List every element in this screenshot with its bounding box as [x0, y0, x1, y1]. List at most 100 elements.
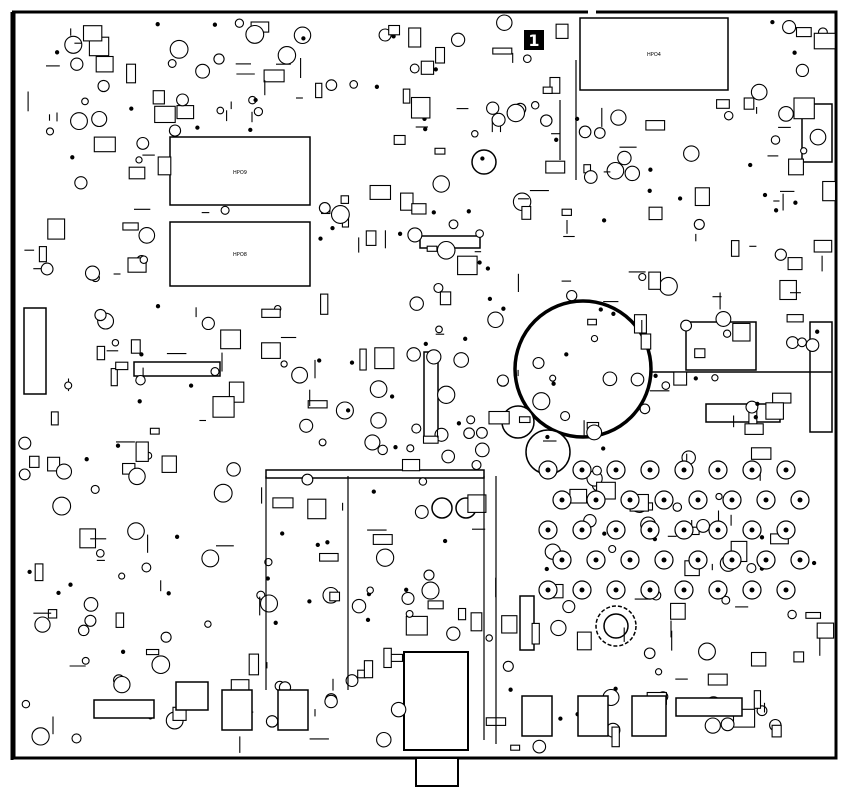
solder-pad	[54, 50, 60, 55]
solder-pad	[501, 306, 506, 311]
label-hpo8: HPO8	[233, 252, 247, 258]
ic-chip-icon	[365, 230, 377, 246]
capacitor-circle-icon	[787, 609, 797, 620]
ic-chip-icon	[135, 441, 149, 462]
capacitor-circle-icon	[471, 130, 479, 138]
solder-pad	[120, 649, 126, 654]
capacitor-circle-icon	[593, 127, 606, 139]
capacitor-circle-icon	[64, 35, 83, 54]
capacitor-circle-icon	[797, 337, 807, 348]
capacitor-circle-icon	[418, 477, 428, 486]
capacitor-circle-icon	[21, 699, 31, 709]
solder-pad	[155, 304, 161, 309]
ic-chip-icon	[694, 348, 706, 359]
capacitor-circle-icon	[693, 218, 705, 230]
capacitor-circle-icon	[167, 59, 177, 68]
ic-chip-icon	[648, 206, 663, 221]
solder-pad	[647, 188, 652, 193]
label-hpo4: HPO4	[647, 52, 661, 58]
capacitor-circle-icon	[606, 161, 625, 180]
capacitor-circle-icon	[176, 93, 189, 107]
solder-pad	[431, 210, 436, 215]
solder-pad	[345, 408, 351, 413]
transistor-pad	[681, 587, 687, 593]
solder-pad	[365, 617, 371, 623]
solder-pad	[307, 599, 312, 604]
capacitor-circle-icon	[220, 205, 230, 215]
ic-chip-icon	[176, 105, 195, 120]
ic-chip-icon	[510, 744, 521, 751]
capacitor-circle-icon	[324, 694, 338, 709]
ic-chip-icon	[435, 46, 446, 64]
capacitor-circle-icon	[71, 733, 82, 744]
transistor-pad	[613, 527, 619, 533]
ic-chip-icon	[110, 368, 118, 387]
ic-chip-icon	[393, 134, 406, 145]
transistor-pad	[579, 587, 585, 593]
capacitor-circle-icon	[786, 336, 799, 350]
shield-frame	[265, 469, 485, 479]
capacitor-circle-icon	[590, 334, 599, 343]
ic-chip-icon	[383, 647, 392, 669]
ic-chip-icon	[261, 308, 281, 318]
solder-pad	[463, 336, 468, 341]
capacitor-circle-icon	[95, 548, 105, 558]
solder-pad	[423, 341, 428, 347]
ic-chip-icon	[750, 447, 772, 460]
solder-pad	[253, 97, 258, 103]
ic-chip-icon	[157, 156, 172, 176]
ic-chip-icon	[374, 347, 395, 370]
capacitor-circle-icon	[502, 660, 514, 672]
transistor-pad	[579, 467, 585, 473]
transistor-pad	[647, 527, 653, 533]
capacitor-circle-icon	[774, 248, 787, 261]
capacitor-circle-icon	[90, 484, 100, 494]
ic-chip-icon	[272, 497, 294, 509]
capacitor-circle-icon	[578, 125, 592, 139]
solder-pad	[393, 445, 398, 450]
transistor-pad	[661, 557, 667, 563]
solder-pad	[389, 394, 395, 399]
ic-chip-icon	[561, 208, 572, 216]
capacitor-circle-icon	[530, 101, 540, 110]
capacitor-circle-icon	[746, 563, 757, 574]
capacitor-circle-icon	[127, 522, 145, 540]
ic-chip-icon	[434, 147, 446, 155]
transistor-pad	[661, 497, 667, 503]
solder-pad	[280, 531, 285, 536]
capacitor-circle-icon	[437, 385, 456, 404]
ic-chip-icon	[786, 314, 804, 323]
capacitor-circle-icon	[81, 97, 89, 106]
capacitor-circle-icon	[423, 569, 435, 581]
ic-chip-icon	[400, 192, 414, 211]
ic-chip-icon	[408, 27, 422, 48]
transistor-pad	[559, 557, 565, 563]
capacitor-circle-icon	[522, 54, 532, 64]
solder-pad	[598, 307, 603, 312]
capacitor-circle-icon	[639, 403, 651, 415]
solder-pad	[477, 260, 482, 265]
traces	[265, 60, 577, 744]
capacitor-circle-icon	[475, 229, 484, 238]
solder-pad	[815, 329, 820, 334]
capacitor-circle-icon	[463, 427, 475, 440]
capacitor-circle-icon	[70, 112, 88, 131]
ic-chip-icon	[50, 411, 59, 426]
solder-pad	[485, 266, 491, 271]
transistor-pad	[545, 587, 551, 593]
capacitor-circle-icon	[81, 656, 90, 665]
ic-chip-icon	[363, 660, 374, 679]
capacitor-circle-icon	[532, 356, 545, 370]
capacitor-circle-icon	[253, 106, 264, 117]
ic-chip-icon	[130, 339, 141, 354]
solder-pad	[325, 540, 330, 545]
transistor-pad	[729, 557, 735, 563]
capacitor-circle-icon	[234, 18, 245, 28]
ic-chip-icon	[405, 615, 428, 636]
capacitor-circle-icon	[277, 46, 297, 65]
solder-pad	[371, 489, 376, 494]
capacitor-circle-icon	[226, 462, 241, 477]
component-field	[18, 14, 837, 754]
solder-pad	[545, 434, 550, 440]
capacitor-circle-icon	[299, 418, 314, 433]
